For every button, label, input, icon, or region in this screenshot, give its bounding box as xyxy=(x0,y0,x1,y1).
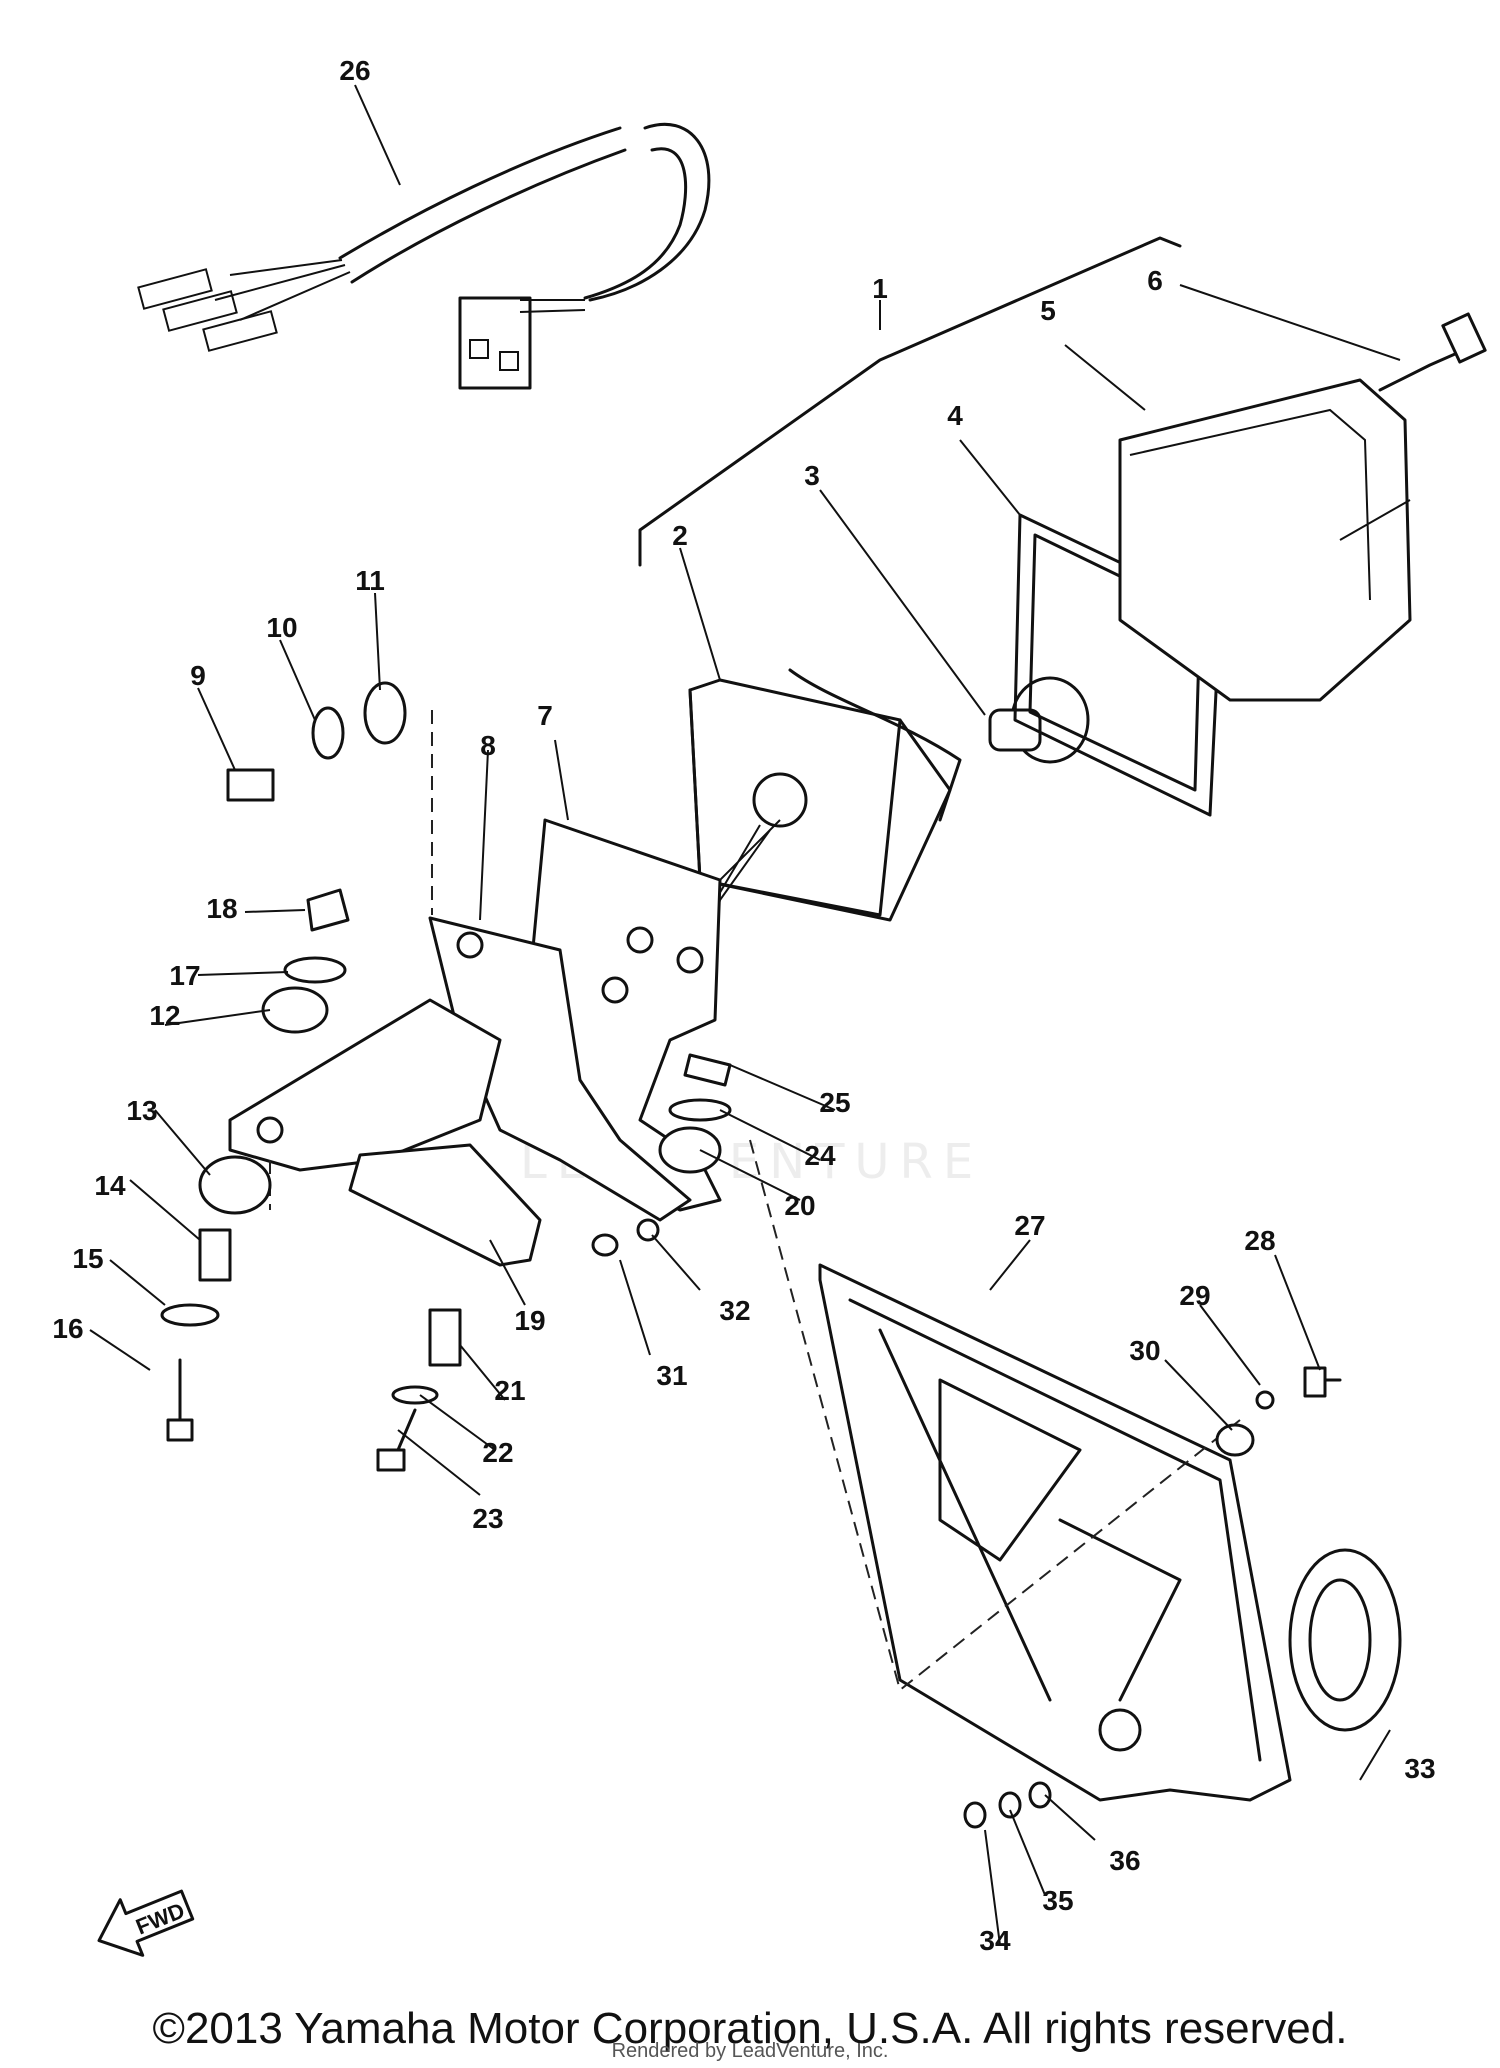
label-9: 9 xyxy=(190,660,206,691)
label-36: 36 xyxy=(1109,1845,1140,1876)
lens-cover xyxy=(1118,378,1412,702)
label-35: 35 xyxy=(1042,1885,1073,1916)
label-19: 19 xyxy=(514,1305,545,1336)
label-6: 6 xyxy=(1147,265,1163,296)
label-14: 14 xyxy=(94,1170,126,1201)
label-27: 27 xyxy=(1014,1210,1045,1241)
label-15: 15 xyxy=(72,1243,103,1274)
label-4: 4 xyxy=(947,400,963,431)
label-11: 11 xyxy=(355,565,385,596)
reflector xyxy=(1288,1548,1402,1732)
fwd-arrow: FWD xyxy=(97,1889,195,1957)
leader-lines xyxy=(89,84,1401,1946)
label-21: 21 xyxy=(494,1375,525,1406)
label-7: 7 xyxy=(537,700,553,731)
label-20: 20 xyxy=(784,1190,815,1221)
label-3: 3 xyxy=(804,460,820,491)
label-16: 16 xyxy=(52,1313,83,1344)
label-29: 29 xyxy=(1179,1280,1210,1311)
label-30: 30 xyxy=(1129,1335,1160,1366)
label-13: 13 xyxy=(126,1095,157,1126)
label-28: 28 xyxy=(1244,1225,1275,1256)
label-1: 1 xyxy=(872,273,888,304)
screw xyxy=(1378,312,1487,392)
label-12: 12 xyxy=(149,1000,180,1031)
label-2: 2 xyxy=(672,520,688,551)
part-labels: 1 2 3 4 5 6 7 8 9 10 11 12 13 14 15 16 1… xyxy=(52,55,1435,1956)
tail-bracket xyxy=(228,710,722,1222)
label-5: 5 xyxy=(1040,295,1056,326)
hardware xyxy=(160,681,1342,1829)
label-32: 32 xyxy=(719,1295,750,1326)
label-23: 23 xyxy=(472,1503,503,1534)
mount-block xyxy=(348,1143,542,1267)
rendered-by-credit: Rendered by LeadVenture, Inc. xyxy=(611,2040,889,2062)
wire-harness xyxy=(137,122,711,390)
label-22: 22 xyxy=(482,1437,513,1468)
label-17: 17 xyxy=(169,960,200,991)
label-34: 34 xyxy=(979,1925,1011,1956)
label-26: 26 xyxy=(339,55,370,86)
label-10: 10 xyxy=(266,612,297,643)
copyright-notice: ©2013 Yamaha Motor Corporation, U.S.A. A… xyxy=(152,2004,1348,2053)
label-8: 8 xyxy=(480,730,496,761)
label-33: 33 xyxy=(1404,1753,1435,1784)
label-31: 31 xyxy=(656,1360,687,1391)
license-plate-bracket xyxy=(749,1139,1292,1802)
label-18: 18 xyxy=(206,893,237,924)
label-24: 24 xyxy=(804,1140,836,1171)
assembly-bracket xyxy=(638,236,1182,567)
label-25: 25 xyxy=(819,1087,850,1118)
